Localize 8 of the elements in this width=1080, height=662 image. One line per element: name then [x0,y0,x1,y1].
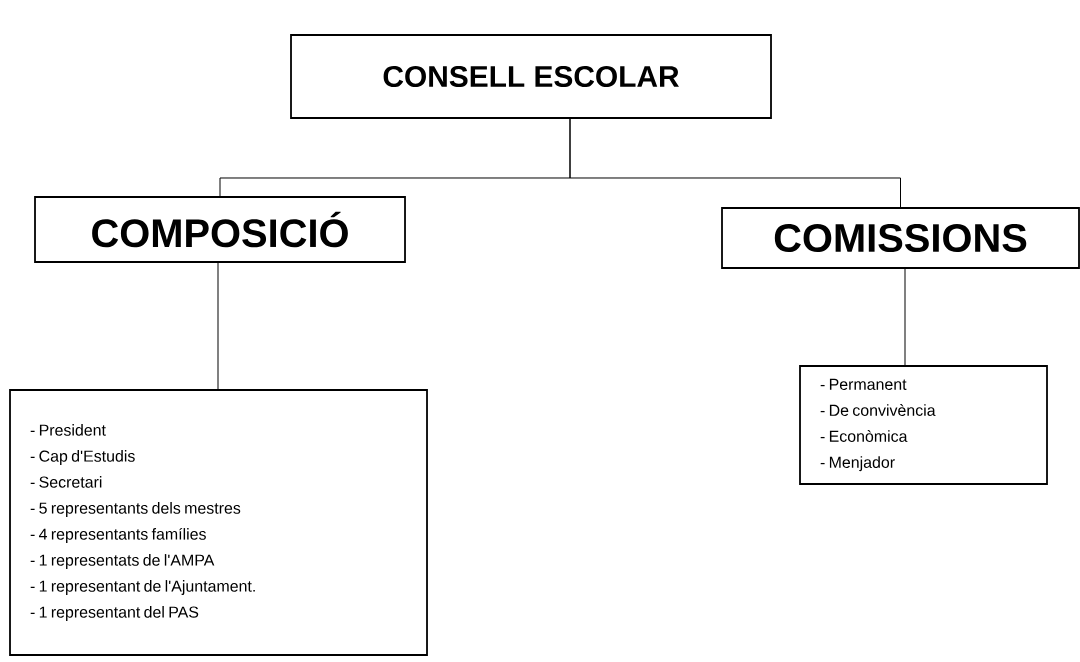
connector-line [904,268,906,366]
heading-box: COMPOSICIÓ [34,196,406,263]
list-box: - Permanent - De convivència - Econòmica - Menjador [799,365,1048,485]
heading-box: COMISSIONS [721,207,1080,269]
title-box: CONSELL ESCOLAR [290,34,772,119]
connector-line [217,262,219,390]
connector-line [569,118,901,208]
list-box: - President - Cap d'Estudis - Secretari - 5 representants dels mestres - 4 representants famílies - 1 representats de l'AMPA - 1 representant de l'Ajuntament. - 1 representant del PAS [9,389,428,656]
